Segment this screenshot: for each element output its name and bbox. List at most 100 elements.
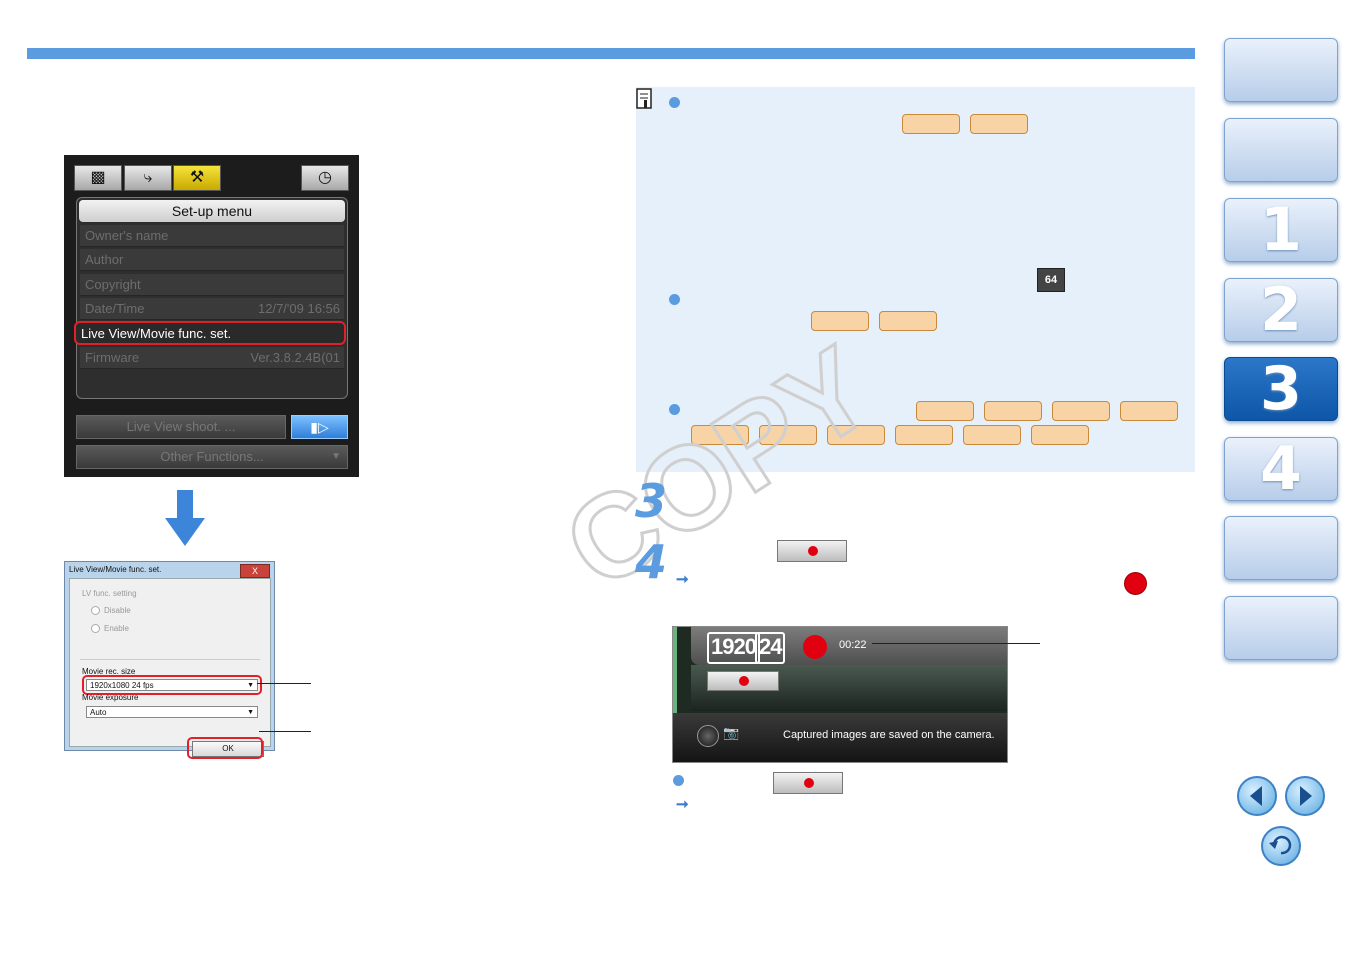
record-icon [808,546,818,556]
ok-button[interactable]: OK [192,741,264,757]
arrow-right-icon [1300,786,1312,806]
record-icon [739,676,749,686]
other-functions-button[interactable]: Other Functions... ▼ [76,445,348,469]
nav-tab-4[interactable]: 4 [1224,437,1338,501]
bullet [669,404,680,415]
copy-watermark: COPY [541,320,896,616]
stop-record-button[interactable] [707,671,779,691]
recording-indicator-icon [1124,572,1147,595]
recording-time: 00:22 [839,639,867,651]
menu-item-value: Ver.3.8.2.4B(01 [250,350,340,365]
flash-tab-icon[interactable]: ⤷ [124,165,172,191]
setup-menu-panel: Set-up menu Owner's name Author Copyrigh… [74,197,348,399]
menu-item-value: 12/7/'09 16:56 [258,301,340,316]
movie-rec-size-label: Movie rec. size [82,667,136,676]
menu-item-liveview-movie[interactable]: Live View/Movie func. set. [74,321,346,345]
reference-chip[interactable] [895,425,953,445]
menu-item-author[interactable]: Author [80,249,344,271]
chevron-down-icon: ▼ [331,451,341,462]
menu-tabs: ▩ ⤷ ⚒ ◷ [72,165,351,191]
ok-highlight [187,737,263,759]
lv-func-setting-label: LV func. setting [82,589,137,598]
reference-chip[interactable] [691,425,749,445]
reference-chip[interactable] [1052,401,1110,421]
bullet [673,775,684,786]
return-button[interactable] [1261,826,1301,866]
timer-tab-icon[interactable]: ◷ [301,165,349,191]
dialog-title: Live View/Movie func. set. [69,565,162,574]
divider [80,659,260,660]
menu-item-firmware[interactable]: Firmware Ver.3.8.2.4B(01 [80,347,344,369]
enable-radio[interactable] [91,624,100,633]
camera-tab-icon[interactable]: ▩ [74,165,122,191]
reference-chip[interactable] [827,425,885,445]
live-view-shoot-button[interactable]: Live View shoot. ... [76,415,286,439]
watermark-text: COPY [543,322,895,615]
size-highlight [82,675,262,695]
disable-label: Disable [104,606,131,615]
nav-tab-3[interactable]: 3 [1224,357,1338,421]
bullet [669,97,680,108]
resolution-icon: 1920 [707,632,760,664]
reference-chip[interactable] [984,401,1042,421]
leader-line [257,683,311,684]
tools-tab-icon[interactable]: ⚒ [173,165,221,191]
chevron-down-icon: ▼ [247,682,254,689]
reference-chip[interactable] [811,311,869,331]
nav-tab-reference[interactable] [1224,516,1338,580]
recording-icon [803,635,827,659]
close-icon[interactable]: X [240,564,270,578]
reference-chip[interactable] [970,114,1028,134]
leader-line [872,643,1040,644]
record-icon [804,778,814,788]
movie-rec-size-select[interactable]: 1920x1080 24 fps ▼ [86,679,258,691]
side-strip [673,627,677,762]
nav-tab-index[interactable] [1224,596,1338,660]
movie-icon[interactable]: ▮▷ [291,415,348,439]
arrow-left-icon [1250,786,1262,806]
menu-item-copyright[interactable]: Copyright [80,274,344,296]
movie-exposure-value: Auto [90,708,107,717]
chevron-down-icon: ▼ [247,709,254,716]
leader-line [259,731,311,732]
menu-item-label: Firmware [85,350,140,365]
status-bar [673,713,1007,762]
movie-exposure-select[interactable]: Auto ▼ [86,706,258,718]
menu-item-owner[interactable]: Owner's name [80,225,344,247]
header-bar [27,48,1195,59]
step-number: 4 [635,535,668,589]
reference-chip[interactable] [1120,401,1178,421]
nav-tab-contents[interactable] [1224,38,1338,102]
dialog-body: LV func. setting Disable Enable Movie re… [69,578,271,759]
reference-chip[interactable] [759,425,817,445]
next-page-button[interactable] [1285,776,1325,816]
nav-tab-intro[interactable] [1224,118,1338,182]
memo-icon [636,88,652,109]
shutter-icon[interactable] [697,725,719,747]
menu-item-label: Owner's name [85,228,169,243]
movie-rec-size-value: 1920x1080 24 fps [90,681,154,690]
bullet [669,294,680,305]
nav-tab-2[interactable]: 2 [1224,278,1338,342]
disable-radio[interactable] [91,606,100,615]
reference-chip[interactable] [879,311,937,331]
arrow-down-icon [165,490,205,546]
reference-chip[interactable] [902,114,960,134]
result-arrow-icon: ➞ [676,796,689,813]
setup-menu-screenshot: ▩ ⤷ ⚒ ◷ Set-up menu Owner's name Author … [64,155,359,477]
reference-chip[interactable] [916,401,974,421]
menu-item-label: Live View/Movie func. set. [81,326,232,341]
camera-save-icon: 📷 [723,725,740,740]
reference-chip[interactable] [963,425,1021,445]
step-number: 3 [635,474,668,528]
nav-tab-1[interactable]: 1 [1224,198,1338,262]
frame-rate-icon: 24 [755,632,786,664]
record-button[interactable] [777,540,847,562]
previous-page-button[interactable] [1237,776,1277,816]
reference-chip[interactable] [1031,425,1089,445]
result-arrow-icon: ➞ [676,571,689,588]
record-button[interactable] [773,772,843,794]
card-64gb-icon: 64 [1037,268,1065,292]
return-icon [1269,835,1292,855]
